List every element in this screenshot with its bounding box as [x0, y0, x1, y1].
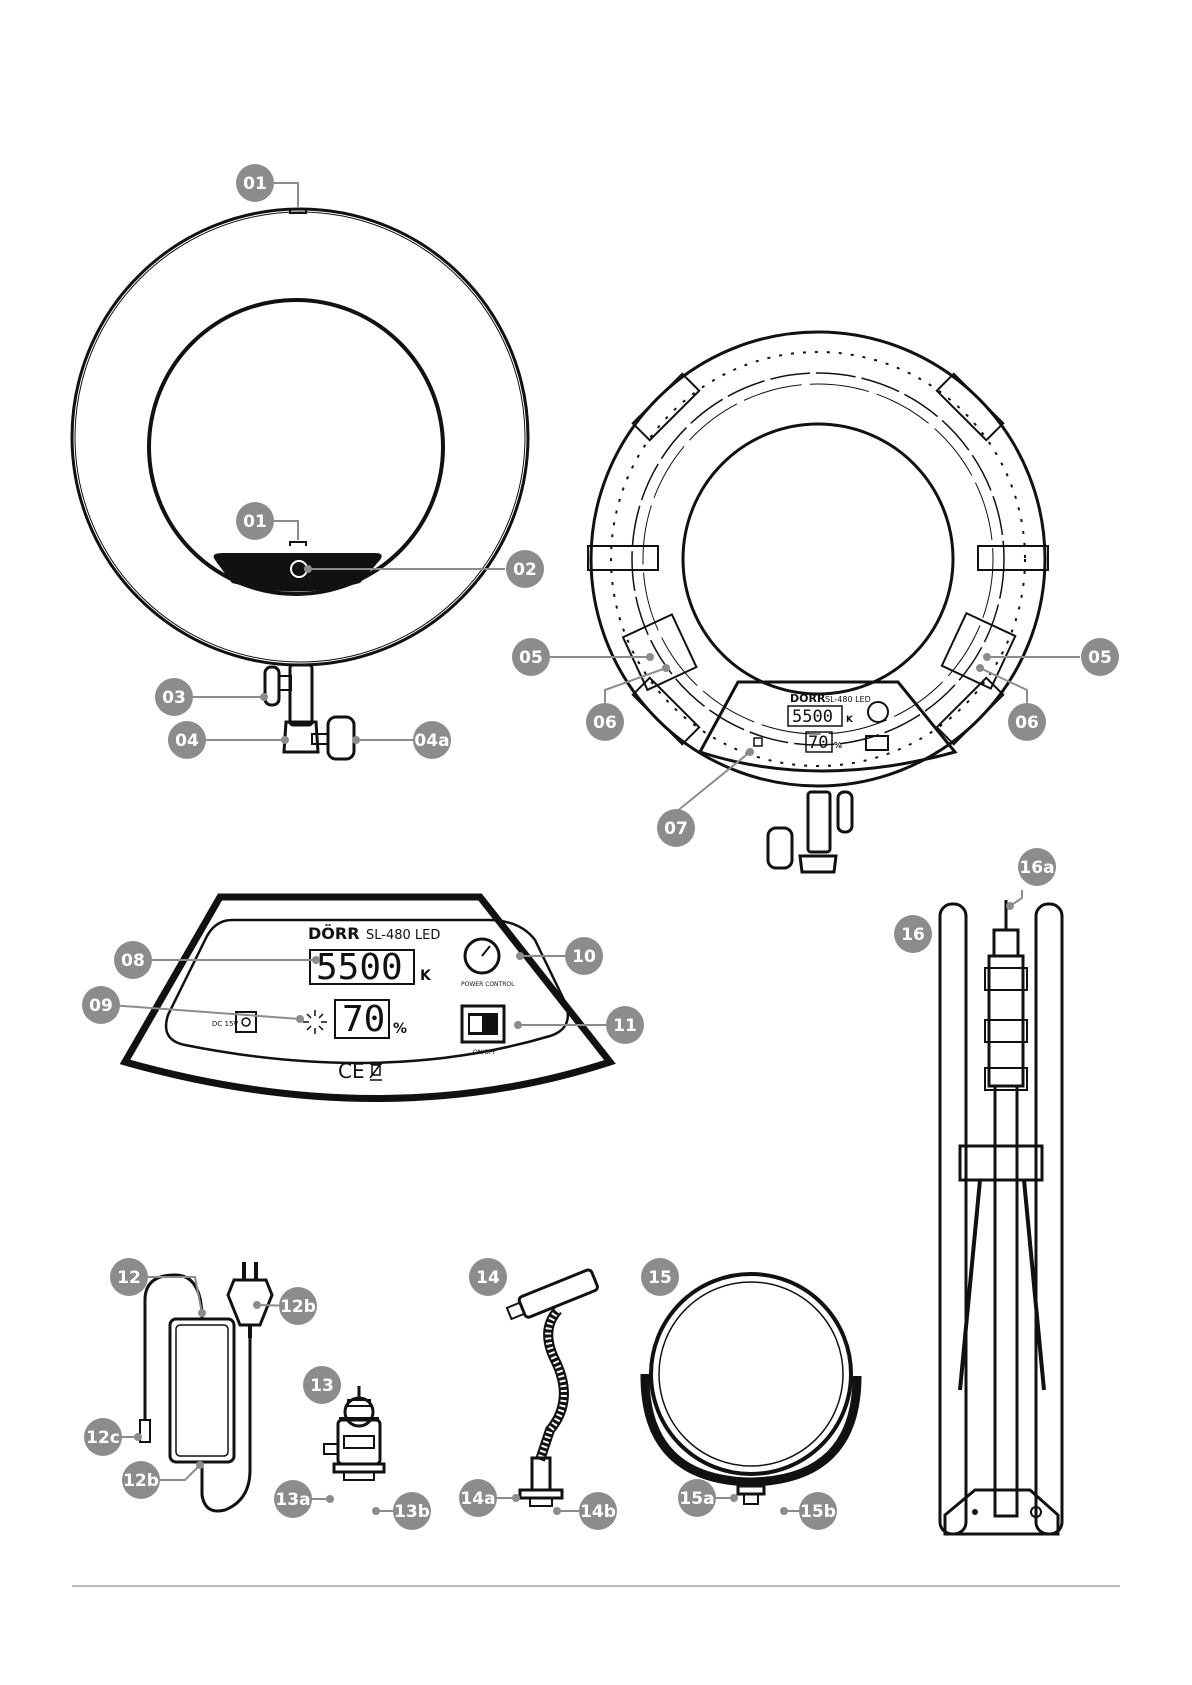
callout-06-left: 06 — [586, 703, 624, 741]
svg-text:11: 11 — [613, 1016, 637, 1036]
callout-16: 16 — [894, 915, 932, 953]
mirror — [645, 1274, 857, 1504]
gooseneck-holder — [505, 1269, 599, 1506]
svg-text:04a: 04a — [414, 731, 449, 751]
brightness-unit: % — [834, 741, 842, 750]
svg-text:13b: 13b — [394, 1502, 430, 1522]
svg-text:13: 13 — [310, 1376, 334, 1396]
svg-text:13a: 13a — [275, 1490, 310, 1510]
callout-14: 14 — [469, 1258, 507, 1296]
svg-text:02: 02 — [513, 560, 537, 580]
temperature-readout: 5500 — [792, 707, 833, 727]
svg-text:08: 08 — [121, 951, 145, 971]
callout-14b: 14b — [579, 1492, 617, 1530]
callout-12b-top: 12b — [279, 1287, 317, 1325]
callout-13b: 13b — [393, 1492, 431, 1530]
temperature-unit: K — [846, 715, 854, 725]
footer-divider — [72, 1585, 1120, 1587]
callout-15a: 15a — [678, 1479, 716, 1517]
svg-text:10: 10 — [572, 947, 596, 967]
callout-16a: 16a — [1018, 848, 1056, 886]
callout-07: 07 — [657, 809, 695, 847]
power-control-label: POWER CONTROL — [461, 981, 515, 988]
power-adapter — [140, 1262, 272, 1511]
onoff-label: ON/OFF — [473, 1049, 496, 1056]
callout-12c: 12c — [84, 1418, 122, 1456]
callout-10: 10 — [565, 937, 603, 975]
callout-13a: 13a — [274, 1480, 312, 1518]
svg-text:12b: 12b — [123, 1471, 159, 1491]
callout-03: 03 — [155, 678, 193, 716]
callout-05-right: 05 — [1081, 638, 1119, 676]
svg-text:14a: 14a — [460, 1489, 495, 1509]
svg-text:12b: 12b — [280, 1297, 316, 1317]
svg-text:06: 06 — [593, 713, 617, 733]
ring-light-back: DÖRR SL-480 LED 5500 K 70 % — [588, 332, 1048, 872]
callout-06-right: 06 — [1008, 703, 1046, 741]
svg-text:05: 05 — [1088, 648, 1112, 668]
svg-text:09: 09 — [89, 996, 113, 1016]
callout-15: 15 — [641, 1258, 679, 1296]
svg-text:07: 07 — [664, 819, 688, 839]
callout-08: 08 — [114, 941, 152, 979]
control-panel-detail: DÖRR SL-480 LED 5500 K 70 % DC 15V POWER… — [125, 897, 610, 1099]
callout-15b: 15b — [799, 1492, 837, 1530]
mount-bracket — [265, 665, 354, 759]
model-label: SL-480 LED — [825, 695, 871, 704]
callout-12b-bottom: 12b — [122, 1461, 160, 1499]
ring-light-front — [72, 208, 528, 759]
svg-text:15: 15 — [648, 1268, 672, 1288]
brand-label: DÖRR — [790, 691, 826, 705]
ce-mark: CE — [338, 1059, 365, 1083]
knob-icon — [868, 702, 888, 722]
svg-text:03: 03 — [162, 688, 186, 708]
svg-text:15a: 15a — [679, 1489, 714, 1509]
callout-12: 12 — [110, 1258, 148, 1296]
callout-05-left: 05 — [512, 638, 550, 676]
svg-text:16: 16 — [901, 925, 925, 945]
model-label: SL-480 LED — [366, 928, 440, 943]
temperature-unit: K — [420, 968, 432, 984]
callout-04: 04 — [168, 721, 206, 759]
svg-text:05: 05 — [519, 648, 543, 668]
callout-11: 11 — [606, 1006, 644, 1044]
svg-text:01: 01 — [243, 512, 267, 532]
brightness-readout: 70 — [342, 999, 385, 1040]
callout-02: 02 — [506, 550, 544, 588]
leader-lines — [110, 183, 1080, 1515]
callout-01-inner: 01 — [236, 502, 274, 540]
svg-text:01: 01 — [243, 174, 267, 194]
callout-09: 09 — [82, 986, 120, 1024]
svg-text:04: 04 — [175, 731, 199, 751]
brightness-unit: % — [393, 1021, 407, 1037]
light-stand — [940, 900, 1062, 1534]
svg-text:06: 06 — [1015, 713, 1039, 733]
svg-text:16a: 16a — [1019, 858, 1054, 878]
callout-04a: 04a — [413, 721, 451, 759]
svg-text:14b: 14b — [580, 1502, 616, 1522]
brightness-readout: 70 — [808, 733, 828, 753]
temperature-readout: 5500 — [316, 947, 403, 988]
svg-text:12: 12 — [117, 1268, 141, 1288]
callout-14a: 14a — [459, 1479, 497, 1517]
dc-label: DC 15V — [212, 1020, 238, 1028]
svg-text:12c: 12c — [86, 1428, 120, 1448]
svg-text:14: 14 — [476, 1268, 500, 1288]
callout-13: 13 — [303, 1366, 341, 1404]
dc-port-icon — [754, 738, 762, 746]
callout-01-top: 01 — [236, 164, 274, 202]
svg-text:15b: 15b — [800, 1502, 836, 1522]
brand-label: DÖRR — [308, 924, 360, 943]
